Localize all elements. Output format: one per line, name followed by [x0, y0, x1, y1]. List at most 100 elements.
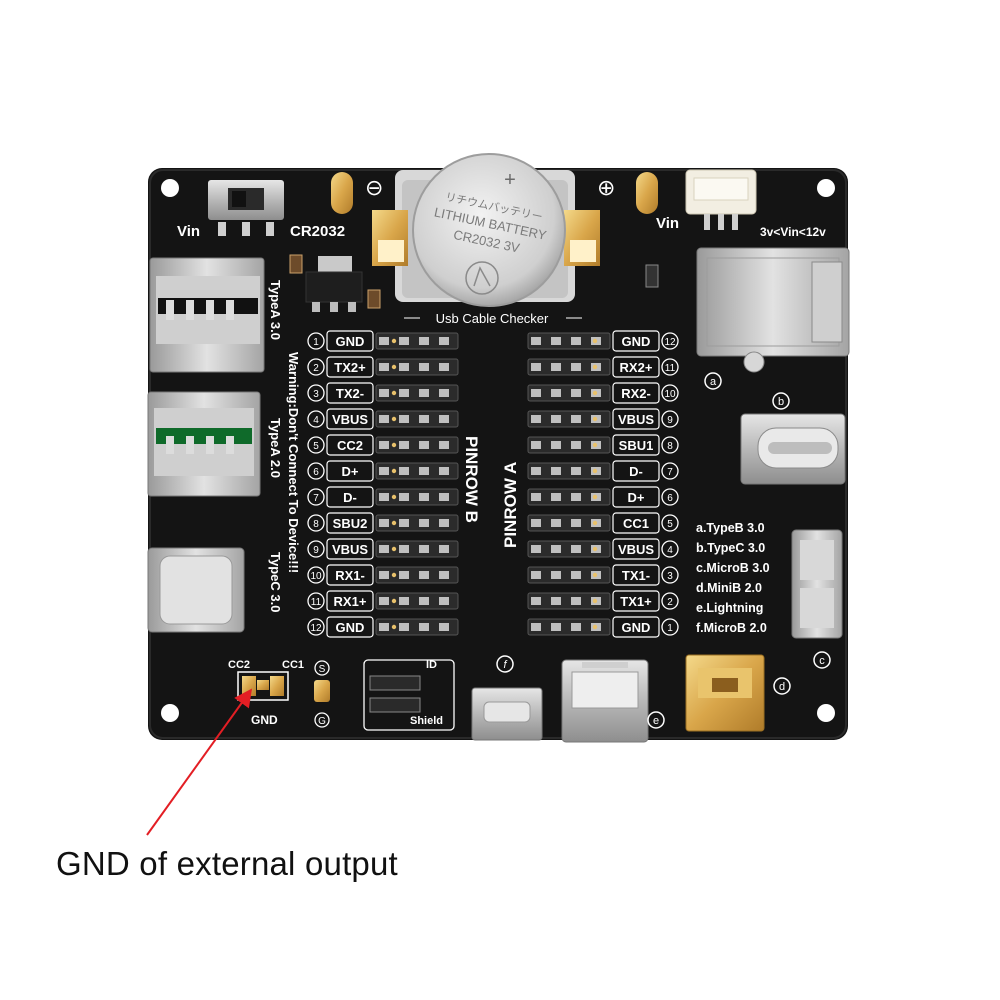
pin-label-box: [326, 382, 374, 404]
annotation-caption: GND of external output: [56, 845, 398, 882]
battery-pad-right: [636, 172, 658, 214]
pin-label: CC1: [623, 516, 649, 531]
pin-label-box: [612, 590, 660, 612]
pin-label: VBUS: [332, 412, 368, 427]
pin-number: 12: [310, 623, 322, 634]
smd-led: [399, 519, 409, 527]
pin-label: VBUS: [618, 412, 654, 427]
smd-led: [439, 363, 449, 371]
port-b-marker: b: [778, 396, 784, 408]
pin-label: D+: [342, 464, 359, 479]
pin-label: RX2+: [620, 360, 653, 375]
smd-led: [571, 597, 581, 605]
via: [391, 546, 397, 552]
via: [592, 598, 598, 604]
smd-led: [379, 415, 389, 423]
smd-led: [439, 467, 449, 475]
port-legend: a.TypeB 3.0 b.TypeC 3.0 c.MicroB 3.0 d.M…: [696, 521, 770, 635]
pin-number-circle: [307, 332, 325, 350]
smd-led: [551, 623, 561, 631]
smd-component: [367, 289, 381, 309]
pin-number-circle: [661, 618, 679, 636]
pin-label: TX1-: [622, 568, 650, 583]
vin-right-label: Vin: [656, 215, 679, 232]
cc2-label: CC2: [228, 659, 250, 671]
plus-symbol: ⊕: [597, 175, 615, 200]
port-typeb-3[interactable]: [696, 247, 850, 373]
pin-row: RX2+11: [527, 356, 679, 378]
port-typec-3-left[interactable]: [147, 547, 245, 633]
smd-led: [551, 441, 561, 449]
smd-led: [379, 441, 389, 449]
led-strip: [375, 410, 459, 428]
port-typea-2[interactable]: [147, 391, 261, 497]
smd-led: [571, 467, 581, 475]
pin-number: 1: [313, 337, 319, 348]
pin-label: RX2-: [621, 386, 651, 401]
port-typec-3[interactable]: [740, 413, 846, 485]
port-typea-3[interactable]: [149, 257, 265, 373]
pin-label: SBU2: [333, 516, 368, 531]
shield-label: Shield: [410, 715, 443, 727]
pin-label-box: [326, 330, 374, 352]
pin-number-circle: [661, 410, 679, 428]
smd-led: [551, 519, 561, 527]
shield-pad: [314, 680, 330, 702]
smd-led: [399, 415, 409, 423]
coin-cell-battery: [412, 153, 566, 307]
annotation-arrow: [146, 688, 253, 836]
smd-led: [571, 545, 581, 553]
port-lightning[interactable]: [561, 659, 649, 743]
pin-number-circle: [661, 462, 679, 480]
smd-led: [571, 363, 581, 371]
typea2-label: TypeA 2.0: [268, 418, 283, 478]
smd-led: [419, 623, 429, 631]
pin-number: 8: [313, 519, 319, 530]
pin-number: 10: [310, 571, 322, 582]
pin-label-box: [326, 356, 374, 378]
pin-number: 5: [313, 441, 319, 452]
smd-led: [531, 493, 541, 501]
port-microb-3[interactable]: [791, 529, 843, 639]
smd-led: [439, 623, 449, 631]
pin-number-circle: [661, 514, 679, 532]
port-microb-2[interactable]: [471, 687, 543, 741]
pin-number-circle: [307, 384, 325, 402]
pin-label: TX2-: [336, 386, 364, 401]
pin-label-box: [612, 356, 660, 378]
smd-led: [531, 545, 541, 553]
via: [592, 520, 598, 526]
via: [391, 442, 397, 448]
pin-number: 9: [667, 415, 673, 426]
pin-row: D-7: [527, 460, 679, 482]
led-strip: [527, 410, 611, 428]
led-strip: [375, 332, 459, 350]
smd-led: [571, 441, 581, 449]
led-strip: [527, 566, 611, 584]
vin-connector[interactable]: [685, 169, 757, 230]
pinrow-a-label: PINROW A: [501, 462, 520, 548]
typec3-label: TypeC 3.0: [268, 552, 283, 612]
led-strip: [375, 384, 459, 402]
smd-led: [419, 363, 429, 371]
port-minib-2[interactable]: [685, 654, 765, 732]
smd-led: [439, 337, 449, 345]
pin-label-box: [612, 486, 660, 508]
pin-number: 1: [667, 623, 673, 634]
pin-label-box: [612, 330, 660, 352]
smd-led: [419, 571, 429, 579]
legend-item: a.TypeB 3.0: [696, 521, 765, 535]
power-switch[interactable]: [208, 180, 284, 236]
via: [592, 494, 598, 500]
pin-row: 8 SBU2: [307, 512, 459, 534]
smd-led: [439, 545, 449, 553]
cr2032-label: CR2032: [290, 223, 345, 240]
